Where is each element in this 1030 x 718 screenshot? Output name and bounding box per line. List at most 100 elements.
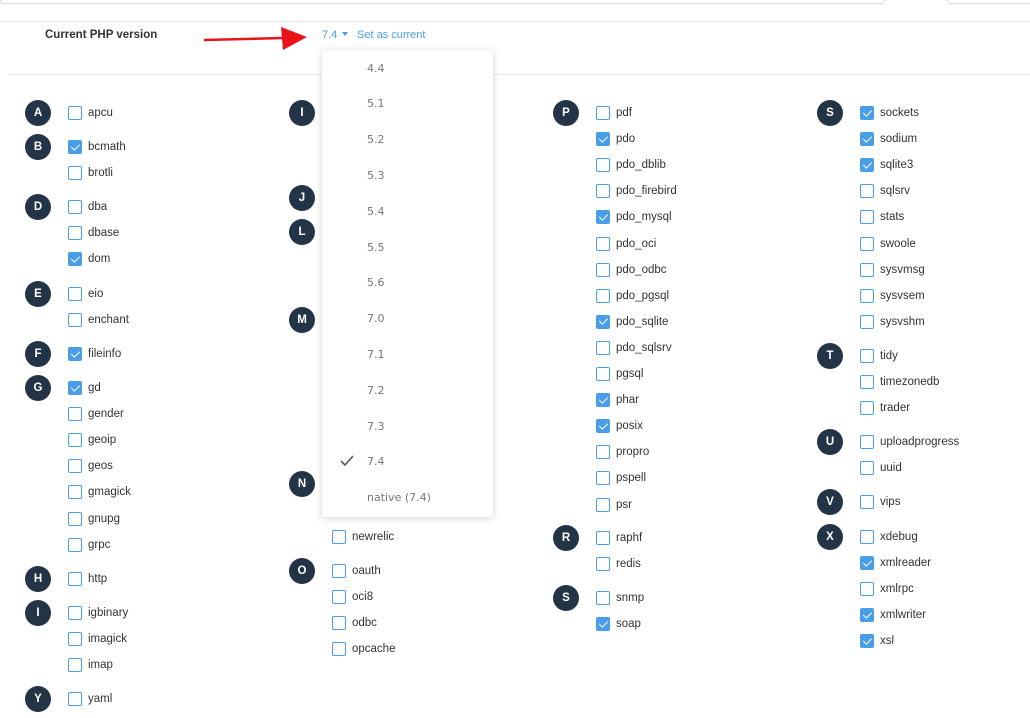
- checkbox-unchecked-icon[interactable]: [68, 200, 82, 214]
- checkbox-unchecked-icon[interactable]: [596, 106, 610, 120]
- checkbox-unchecked-icon[interactable]: [68, 658, 82, 673]
- checkbox-unchecked-icon[interactable]: [68, 166, 82, 181]
- extension-checkbox-geoip[interactable]: geoip: [68, 431, 116, 449]
- checkbox-unchecked-icon[interactable]: [332, 642, 346, 657]
- checkbox-unchecked-icon[interactable]: [596, 471, 610, 486]
- checkbox-checked-icon[interactable]: [68, 381, 82, 395]
- extension-checkbox-raphf[interactable]: raphf: [596, 529, 642, 547]
- extension-checkbox-psr[interactable]: psr: [596, 496, 632, 514]
- version-option-7.2[interactable]: 7.2: [322, 373, 493, 407]
- extension-checkbox-propro[interactable]: propro: [596, 443, 649, 461]
- checkbox-unchecked-icon[interactable]: [596, 236, 610, 251]
- extension-checkbox-brotli[interactable]: brotli: [68, 164, 113, 182]
- extension-checkbox-dbase[interactable]: dbase: [68, 224, 119, 242]
- checkbox-unchecked-icon[interactable]: [596, 591, 610, 605]
- extension-checkbox-uuid[interactable]: uuid: [860, 459, 902, 477]
- version-option-5.6[interactable]: 5.6: [322, 266, 493, 300]
- extension-checkbox-sockets[interactable]: sockets: [860, 104, 919, 122]
- checkbox-unchecked-icon[interactable]: [68, 572, 82, 586]
- extension-checkbox-pdo_sqlsrv[interactable]: pdo_sqlsrv: [596, 339, 672, 357]
- checkbox-unchecked-icon[interactable]: [860, 582, 874, 597]
- checkbox-unchecked-icon[interactable]: [332, 616, 346, 631]
- checkbox-unchecked-icon[interactable]: [68, 287, 82, 301]
- extension-checkbox-sysvsem[interactable]: sysvsem: [860, 287, 925, 305]
- version-option-native--7.4-[interactable]: native (7.4): [322, 481, 493, 515]
- checkbox-unchecked-icon[interactable]: [68, 106, 82, 120]
- extension-checkbox-pdf[interactable]: pdf: [596, 104, 632, 122]
- extension-checkbox-gnupg[interactable]: gnupg: [68, 510, 120, 528]
- checkbox-checked-icon[interactable]: [596, 393, 610, 408]
- checkbox-unchecked-icon[interactable]: [860, 435, 874, 449]
- checkbox-unchecked-icon[interactable]: [596, 557, 610, 572]
- checkbox-unchecked-icon[interactable]: [860, 236, 874, 251]
- checkbox-unchecked-icon[interactable]: [68, 433, 82, 448]
- version-option-5.4[interactable]: 5.4: [322, 194, 493, 228]
- version-option-5.2[interactable]: 5.2: [322, 123, 493, 157]
- extension-checkbox-soap[interactable]: soap: [596, 615, 641, 633]
- set-as-current-link[interactable]: Set as current: [357, 29, 426, 41]
- checkbox-checked-icon[interactable]: [68, 140, 82, 154]
- extension-checkbox-fileinfo[interactable]: fileinfo: [68, 345, 121, 363]
- extension-checkbox-igbinary[interactable]: igbinary: [68, 604, 128, 622]
- checkbox-checked-icon[interactable]: [596, 314, 610, 329]
- top-input-field[interactable]: [0, 0, 885, 4]
- checkbox-checked-icon[interactable]: [860, 608, 874, 623]
- extension-checkbox-sysvmsg[interactable]: sysvmsg: [860, 261, 925, 279]
- extension-checkbox-newrelic[interactable]: newrelic: [332, 528, 394, 546]
- extension-checkbox-geos[interactable]: geos: [68, 457, 113, 475]
- checkbox-unchecked-icon[interactable]: [596, 497, 610, 512]
- checkbox-unchecked-icon[interactable]: [596, 445, 610, 460]
- extension-checkbox-imap[interactable]: imap: [68, 656, 113, 674]
- extension-checkbox-posix[interactable]: posix: [596, 417, 643, 435]
- extension-checkbox-pdo_dblib[interactable]: pdo_dblib: [596, 156, 666, 174]
- extension-checkbox-grpc[interactable]: grpc: [68, 536, 110, 554]
- extension-checkbox-stats[interactable]: stats: [860, 208, 904, 226]
- checkbox-unchecked-icon[interactable]: [596, 340, 610, 355]
- extension-checkbox-xdebug[interactable]: xdebug: [860, 528, 918, 546]
- extension-checkbox-gd[interactable]: gd: [68, 379, 101, 397]
- extension-checkbox-http[interactable]: http: [68, 570, 107, 588]
- checkbox-unchecked-icon[interactable]: [596, 158, 610, 173]
- checkbox-unchecked-icon[interactable]: [596, 531, 610, 545]
- checkbox-unchecked-icon[interactable]: [68, 485, 82, 500]
- checkbox-unchecked-icon[interactable]: [860, 375, 874, 390]
- extension-checkbox-bcmath[interactable]: bcmath: [68, 138, 126, 156]
- checkbox-unchecked-icon[interactable]: [68, 537, 82, 552]
- extension-checkbox-dom[interactable]: dom: [68, 250, 110, 268]
- checkbox-unchecked-icon[interactable]: [68, 692, 82, 706]
- checkbox-unchecked-icon[interactable]: [332, 590, 346, 605]
- extension-checkbox-pdo_oci[interactable]: pdo_oci: [596, 235, 656, 253]
- version-option-5.5[interactable]: 5.5: [322, 230, 493, 264]
- checkbox-unchecked-icon[interactable]: [860, 461, 874, 476]
- version-option-7.0[interactable]: 7.0: [322, 302, 493, 336]
- checkbox-unchecked-icon[interactable]: [860, 401, 874, 416]
- checkbox-unchecked-icon[interactable]: [68, 459, 82, 474]
- php-version-select[interactable]: 7.4: [322, 29, 349, 41]
- checkbox-checked-icon[interactable]: [596, 210, 610, 225]
- extension-checkbox-pspell[interactable]: pspell: [596, 469, 646, 487]
- checkbox-unchecked-icon[interactable]: [332, 530, 346, 544]
- checkbox-checked-icon[interactable]: [860, 158, 874, 173]
- extension-checkbox-sodium[interactable]: sodium: [860, 130, 917, 148]
- extension-checkbox-odbc[interactable]: odbc: [332, 614, 377, 632]
- extension-checkbox-enchant[interactable]: enchant: [68, 311, 129, 329]
- extension-checkbox-tidy[interactable]: tidy: [860, 347, 898, 365]
- checkbox-unchecked-icon[interactable]: [860, 288, 874, 303]
- extension-checkbox-xmlreader[interactable]: xmlreader: [860, 554, 931, 572]
- version-option-5.1[interactable]: 5.1: [322, 87, 493, 121]
- extension-checkbox-xmlrpc[interactable]: xmlrpc: [860, 580, 914, 598]
- extension-checkbox-opcache[interactable]: opcache: [332, 640, 395, 658]
- checkbox-unchecked-icon[interactable]: [68, 606, 82, 620]
- version-option-4.4[interactable]: 4.4: [322, 51, 493, 85]
- extension-checkbox-sqlite3[interactable]: sqlite3: [860, 156, 913, 174]
- extension-checkbox-yaml[interactable]: yaml: [68, 690, 112, 708]
- extension-checkbox-uploadprogress[interactable]: uploadprogress: [860, 433, 959, 451]
- extension-checkbox-phar[interactable]: phar: [596, 391, 639, 409]
- checkbox-unchecked-icon[interactable]: [860, 262, 874, 277]
- checkbox-unchecked-icon[interactable]: [596, 367, 610, 381]
- extension-checkbox-trader[interactable]: trader: [860, 399, 910, 417]
- checkbox-unchecked-icon[interactable]: [860, 349, 874, 363]
- checkbox-unchecked-icon[interactable]: [332, 564, 346, 578]
- extension-checkbox-pdo_mysql[interactable]: pdo_mysql: [596, 208, 672, 226]
- extension-checkbox-oauth[interactable]: oauth: [332, 562, 381, 580]
